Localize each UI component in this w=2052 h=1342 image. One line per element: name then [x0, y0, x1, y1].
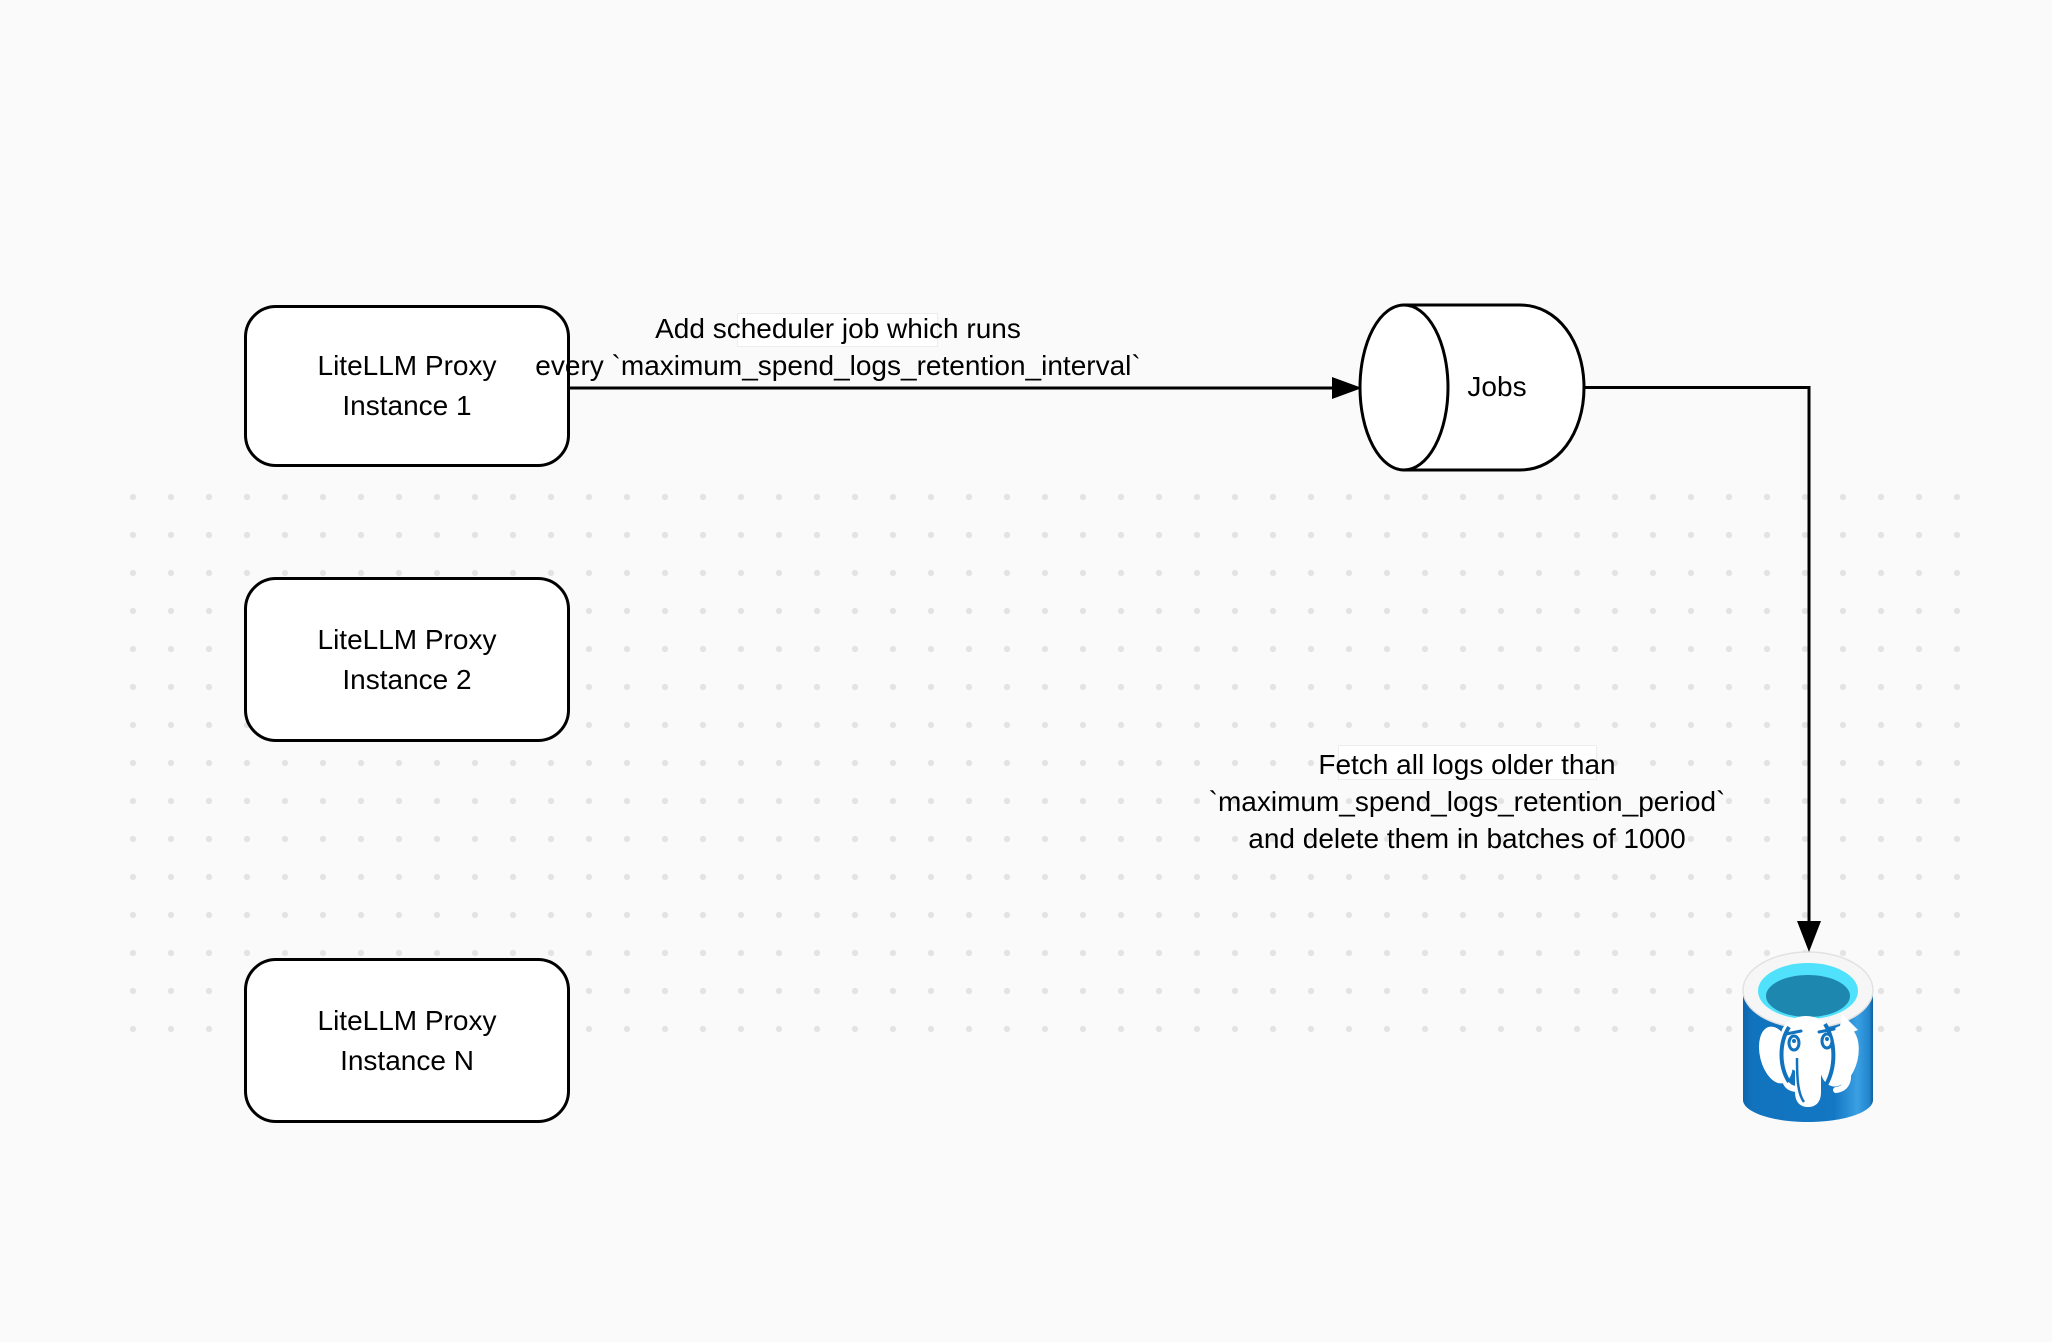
- node-litellm-proxy-instance-1: LiteLLM Proxy Instance 1: [244, 305, 570, 467]
- edge-label-line: Fetch all logs older than: [1318, 749, 1616, 780]
- jobs-cylinder: [1358, 303, 1586, 472]
- scheduler-edge-arrow: [570, 377, 1362, 399]
- node-litellm-proxy-instance-2: LiteLLM Proxy Instance 2: [244, 577, 570, 742]
- scheduler-label-background: [737, 313, 938, 347]
- postgresql-database-icon: [1742, 921, 1874, 1122]
- node-label-line: LiteLLM Proxy: [317, 1004, 497, 1036]
- node-label-line: Instance 2: [342, 663, 472, 695]
- delete-edge-label: Fetch all logs older than `maximum_spend…: [1209, 746, 1726, 857]
- edge-label-line: Add scheduler job which runs: [655, 313, 1021, 344]
- node-label-line: LiteLLM Proxy: [317, 350, 497, 381]
- node-label-line: Instance N: [340, 1044, 474, 1076]
- jobs-node-label: Jobs: [1467, 371, 1527, 402]
- fetch-label-background: [1338, 745, 1597, 780]
- edge-label-line: every `maximum_spend_logs_retention_inte…: [535, 350, 1141, 381]
- edge-label-line: and delete them in batches of 1000: [1248, 823, 1686, 854]
- postgres-elephant-glyph: [1758, 1014, 1859, 1107]
- delete-edge-arrow: [1584, 386, 1811, 922]
- node-litellm-proxy-instance-n: LiteLLM Proxy Instance N: [244, 958, 570, 1123]
- delete-edge-arrowhead: [1797, 921, 1821, 952]
- node-label-line: Instance 1: [342, 390, 472, 421]
- node-label-line: LiteLLM Proxy: [317, 623, 497, 655]
- scheduler-edge-label: Add scheduler job which runs every `maxi…: [535, 310, 1140, 384]
- edge-label-line: `maximum_spend_logs_retention_period`: [1208, 786, 1726, 817]
- dot-grid-background: [114, 478, 1976, 1048]
